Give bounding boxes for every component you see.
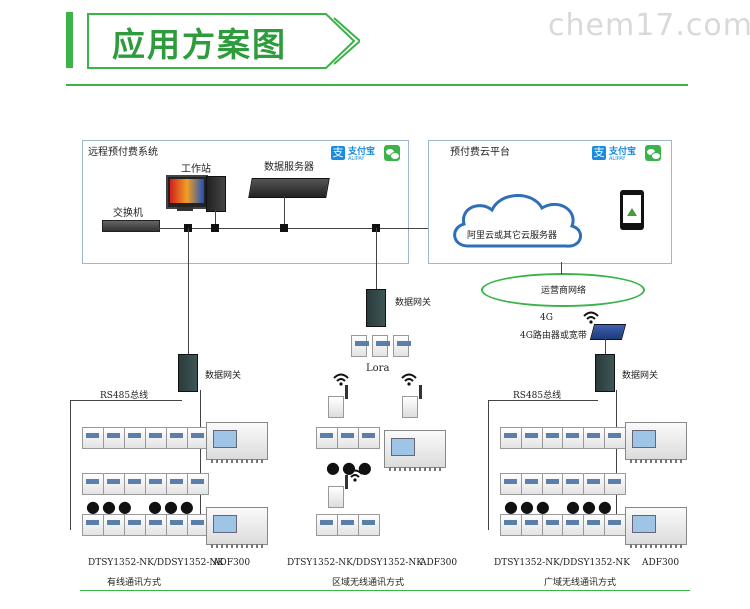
meter-group: [500, 514, 564, 536]
footer-divider: [80, 590, 690, 591]
cloud-platform-title: 预付费云平台: [450, 147, 510, 158]
workstation-label: 工作站: [181, 164, 211, 175]
adf300-meter: [625, 507, 687, 548]
ellipsis-dots: ●●●: [504, 497, 552, 516]
header-divider: [66, 84, 688, 86]
meter-group: [316, 514, 380, 536]
junction-node: [280, 224, 288, 232]
server-label: 数据服务器: [264, 162, 314, 173]
network-backbone: [158, 228, 440, 229]
cloud-label: 阿里云或其它云服务器: [467, 231, 558, 241]
meter-group: [562, 427, 626, 449]
lora-module-icon: [351, 335, 369, 357]
data-gateway-icon: [178, 354, 198, 392]
wireless-meter-icon: [402, 385, 422, 418]
meter-group: [500, 427, 564, 449]
lora-label: Lora: [366, 363, 390, 374]
meter-group: [500, 473, 564, 495]
adf300-label: ADF300: [642, 558, 680, 568]
switch-label: 交换机: [113, 208, 143, 219]
adf300-label: ADF300: [213, 558, 251, 568]
meter-group: [562, 473, 626, 495]
server-icon: [248, 178, 330, 198]
meter-model-label: DTSY1352-NK/DDSY1352-NK: [88, 558, 224, 568]
adf300-label: ADF300: [420, 558, 458, 568]
alipay-label: 支付宝: [348, 147, 376, 157]
wide-area-caption: 广域无线通讯方式: [544, 578, 617, 588]
router-label: 4G路由器或宽带: [520, 331, 587, 341]
operator-network-label: 运营商网络: [541, 286, 587, 296]
4g-label: 4G: [540, 313, 553, 323]
rs485-bus-label: RS485总线: [100, 391, 149, 401]
wireless-meter-icon: [328, 475, 348, 508]
cloud-icon: [453, 194, 582, 248]
monitor-stand-icon: [177, 207, 193, 211]
adf300-meter: [206, 422, 268, 463]
wireless-area-caption: 区域无线通讯方式: [332, 578, 405, 588]
meter-model-label: DTSY1352-NK/DDSY1352-NK: [287, 558, 423, 568]
ellipsis-dots: ●●●: [148, 497, 196, 516]
data-gateway-label: 数据网关: [205, 371, 242, 381]
wifi-signal-icon: [333, 373, 349, 386]
adf300-meter: [384, 430, 446, 471]
smartphone-icon: [620, 190, 644, 230]
meter-model-label: DTSY1352-NK/DDSY1352-NK: [494, 558, 630, 568]
meter-group: [82, 473, 146, 495]
meter-group: [145, 514, 209, 536]
watermark: chem17.com: [548, 8, 750, 43]
lora-module-icon: [393, 335, 411, 357]
wifi-signal-icon: [401, 373, 417, 386]
alipay-sub: ALIPAY: [348, 156, 365, 162]
rs485-bus-label: RS485总线: [513, 391, 562, 401]
adf300-meter: [625, 422, 687, 463]
ellipsis-dots: ●●●: [566, 497, 614, 516]
data-gateway-label: 数据网关: [622, 371, 659, 381]
remote-prepaid-title: 远程预付费系统: [88, 147, 158, 158]
title-accent-bar: [66, 12, 73, 68]
alipay-icon: 支: [331, 146, 345, 160]
meter-group: [82, 514, 146, 536]
alipay-icon: 支: [592, 146, 606, 160]
meter-group: [145, 427, 209, 449]
meter-group: [82, 427, 146, 449]
wechat-icon: [384, 145, 400, 161]
lora-module-icon: [372, 335, 390, 357]
operator-network-ellipse: [481, 273, 645, 307]
data-gateway-icon: [366, 289, 386, 327]
switch-icon: [102, 220, 160, 232]
wechat-icon: [645, 145, 661, 161]
meter-group: [145, 473, 209, 495]
junction-node: [211, 224, 219, 232]
meter-group: [562, 514, 626, 536]
adf300-meter: [206, 507, 268, 548]
remote-prepaid-panel: [82, 140, 409, 264]
wifi-signal-icon: [347, 469, 363, 482]
wireless-meter-icon: [328, 385, 348, 418]
page-title: 应用方案图: [112, 25, 287, 64]
alipay-sub: ALIPAY: [609, 156, 626, 162]
data-gateway-label: 数据网关: [395, 298, 432, 308]
wifi-signal-icon: [583, 311, 599, 324]
monitor-icon: [166, 175, 208, 209]
pc-tower-icon: [206, 176, 226, 212]
ellipsis-dots: ●●●: [86, 497, 134, 516]
wired-caption: 有线通讯方式: [107, 578, 162, 588]
meter-group: [316, 427, 380, 449]
data-gateway-icon: [595, 354, 615, 392]
router-icon: [589, 324, 627, 340]
title-banner-frame: [87, 13, 360, 69]
alipay-label: 支付宝: [609, 147, 637, 157]
